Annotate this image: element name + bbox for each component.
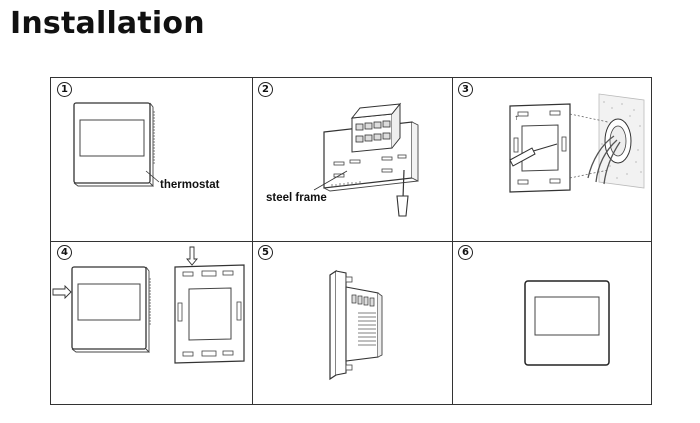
step-5-number: 5 xyxy=(258,245,273,260)
thermostat-front-illustration xyxy=(73,102,160,188)
installation-steps-grid: 1 thermostat 2 xyxy=(50,77,652,405)
step-5-panel: 5 xyxy=(252,241,452,406)
page-title: Installation xyxy=(10,6,205,41)
step-2-number: 2 xyxy=(258,82,273,97)
step-3-number: 3 xyxy=(458,82,473,97)
thermostat-side-view-illustration xyxy=(329,269,383,381)
thermostat-label: thermostat xyxy=(160,179,220,191)
step-1-number: 1 xyxy=(57,82,72,97)
step-6-panel: 6 xyxy=(452,241,653,406)
svg-text:↑: ↑ xyxy=(514,115,519,122)
wall-mounting-illustration: ↑ xyxy=(509,93,645,193)
step-3-panel: 3 ↑ xyxy=(452,78,653,241)
step-6-number: 6 xyxy=(458,245,473,260)
step-4-panel: 4 xyxy=(51,241,252,406)
step-4-number: 4 xyxy=(57,245,72,260)
step-1-panel: 1 thermostat xyxy=(51,78,252,241)
installed-thermostat-illustration xyxy=(524,280,610,366)
steel-frame-mounting-illustration xyxy=(313,102,419,217)
attach-thermostat-illustration xyxy=(52,246,245,364)
steel-frame-label: steel frame xyxy=(266,192,327,204)
grid-divider xyxy=(51,241,651,242)
step-2-panel: 2 xyxy=(252,78,452,241)
